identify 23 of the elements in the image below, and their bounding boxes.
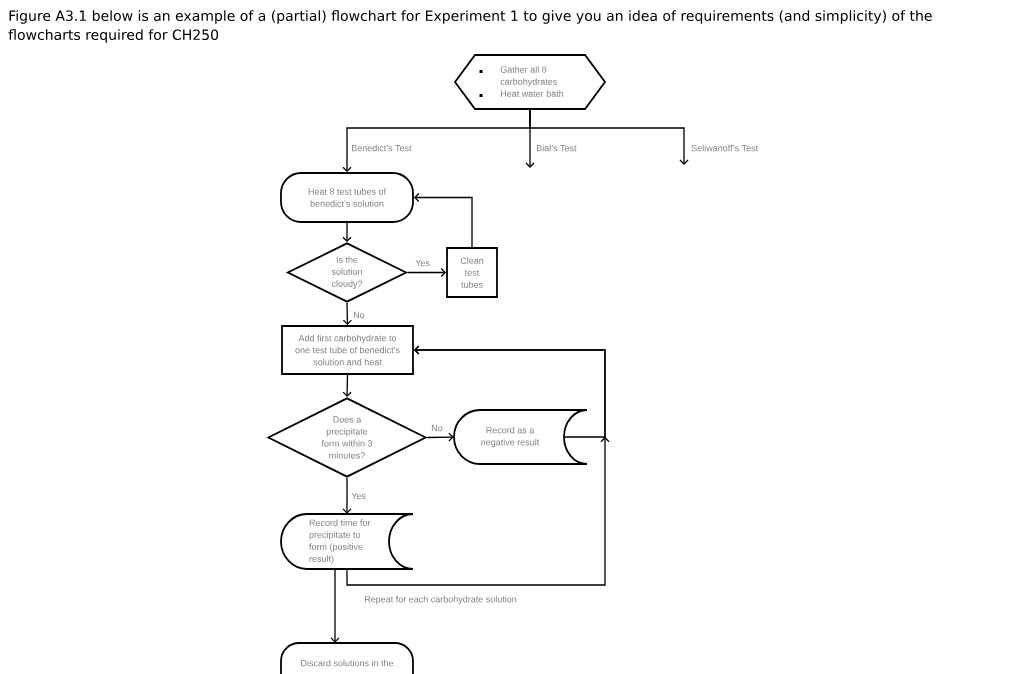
process-box: Clean test tubes: [446, 247, 498, 298]
edge-label: No: [430, 423, 444, 433]
arrow: [346, 345, 606, 586]
arrow: [342, 302, 353, 326]
title: Figure A3.1 below is an example of a (partial) flowchart for Experiment 1 to give you an idea of requirements (and simplicity) of the flowcharts required for CH250: [8, 10, 932, 43]
edge-label: Seliwanoff’s Test: [690, 143, 760, 153]
arrow: [529, 108, 689, 165]
arrow: [426, 432, 454, 442]
rounded-box: Discard solutions in the: [280, 642, 414, 674]
process-box: Add first carbohydrate to one test tube of benedict’s solution and heat: [281, 325, 414, 375]
arrow: [342, 374, 352, 398]
edge-label: Repeat for each carbohydrate solution: [363, 594, 518, 606]
edge-label: Benedict’s Test: [350, 143, 413, 153]
arrow: [342, 477, 352, 514]
rounded-box: Heat 8 test tubes of benedict’s solution: [280, 172, 414, 223]
edge-label: Yes: [350, 491, 367, 501]
edge-label: No: [352, 310, 366, 320]
arrow: [413, 192, 473, 248]
edge-label: Yes: [414, 258, 431, 268]
arrow: [342, 222, 352, 243]
arrow: [330, 568, 340, 643]
edge-label: Bial’s Test: [535, 143, 578, 153]
arrow: [406, 267, 447, 278]
